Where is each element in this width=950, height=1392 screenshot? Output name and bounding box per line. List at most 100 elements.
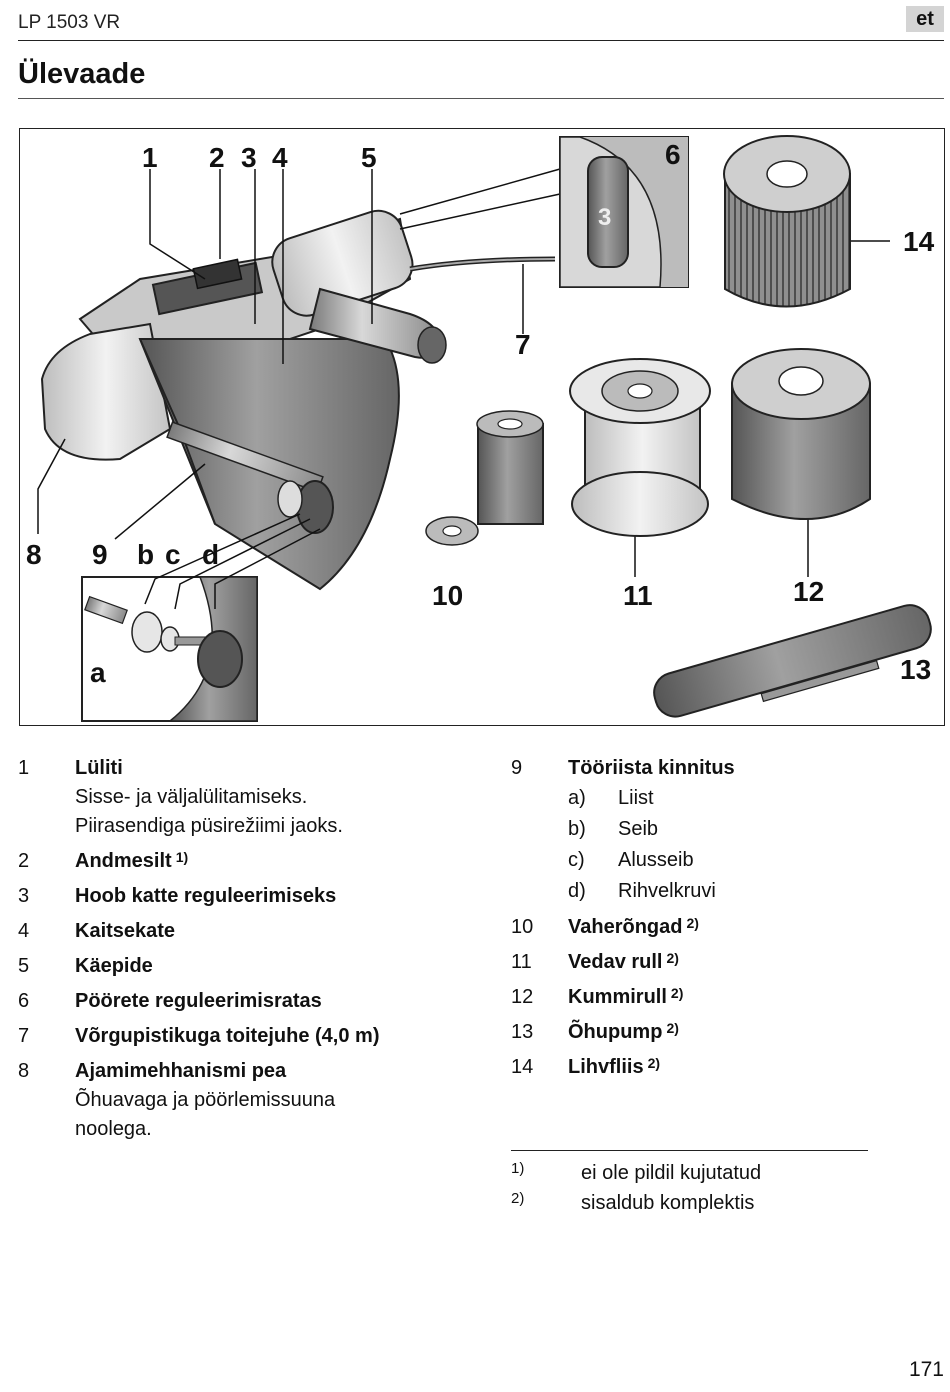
callout-14: 14 bbox=[903, 226, 935, 257]
legend-item: 9 Tööriista kinnitus a) Liist b) Seib c)Al… bbox=[511, 754, 931, 907]
sub-letter: c) bbox=[568, 849, 585, 871]
callout-a: a bbox=[90, 657, 106, 688]
legend-item: 1 Lüliti Sisse- ja väljalülitamiseks. Pi… bbox=[18, 754, 488, 841]
legend-number: 10 bbox=[511, 916, 534, 938]
sub-letter: b) bbox=[568, 818, 586, 840]
legend-title: Pöörete reguleerimisratas bbox=[75, 990, 322, 1012]
legend-title: Ajamimehhanismi pea bbox=[75, 1060, 287, 1082]
legend-number: 6 bbox=[18, 990, 30, 1012]
sub-item: d) Rihvelkruvi bbox=[568, 876, 931, 907]
legend-title: Lihvfliis bbox=[568, 1056, 644, 1078]
footnote-ref: 2) bbox=[666, 1020, 679, 1036]
callout-lines bbox=[37, 168, 890, 610]
sub-text: Seib bbox=[618, 818, 659, 840]
callout-3: 3 bbox=[241, 142, 257, 173]
speed-dial-inset: 3 bbox=[559, 136, 689, 288]
sub-text: Rihvelkruvi bbox=[618, 880, 716, 902]
illustration-svg: 3 bbox=[26, 135, 935, 722]
legend-number: 3 bbox=[18, 885, 30, 907]
legend-number: 9 bbox=[511, 757, 523, 779]
legend-number: 1 bbox=[18, 757, 30, 779]
footnote-ref: 2) bbox=[647, 1055, 661, 1071]
legend-left: 1 Lüliti Sisse- ja väljalülitamiseks. Pi… bbox=[18, 754, 488, 1150]
legend-number: 14 bbox=[511, 1056, 534, 1078]
header-divider bbox=[18, 40, 944, 41]
legend-number: 8 bbox=[18, 1060, 30, 1082]
callout-5: 5 bbox=[361, 142, 377, 173]
legend-desc: Piirasendiga püsirežiimi jaoks. bbox=[75, 815, 343, 837]
legend-title: Õhupump bbox=[568, 1021, 663, 1043]
legend-title: Andmesilt bbox=[75, 850, 172, 872]
legend-number: 7 bbox=[18, 1025, 30, 1047]
legend-item: 6 Pöörete reguleerimisratas bbox=[18, 987, 488, 1016]
legend-title: Kummirull bbox=[568, 986, 667, 1008]
spacer-rings bbox=[425, 410, 544, 546]
callout-2: 2 bbox=[209, 142, 225, 173]
legend-title: Vedav rull bbox=[568, 951, 663, 973]
language-badge: et bbox=[906, 6, 944, 32]
sander-machine bbox=[40, 209, 556, 591]
callout-11: 11 bbox=[623, 580, 653, 611]
footnote-divider bbox=[511, 1150, 868, 1151]
dial-digit: 3 bbox=[598, 204, 611, 231]
legend-title: Võrgupistikuga toitejuhe (4,0 m) bbox=[75, 1025, 380, 1047]
sub-letter: d) bbox=[568, 880, 586, 902]
legend-title: Tööriista kinnitus bbox=[568, 757, 735, 779]
footnote: 1) ei ole pildil kujutatud bbox=[511, 1158, 871, 1188]
callout-7: 7 bbox=[515, 329, 531, 360]
footnote-ref: 2) bbox=[666, 950, 679, 966]
abrasive-fleece bbox=[723, 135, 851, 308]
legend-item: 8 Ajamimehhanismi pea Õhuavaga ja pöörle… bbox=[18, 1057, 488, 1144]
callout-labels: 1 2 3 4 5 6 7 8 9 b c d a 10 11 12 13 14 bbox=[26, 139, 935, 688]
legend-title: Lüliti bbox=[75, 757, 123, 779]
legend-item: 7 Võrgupistikuga toitejuhe (4,0 m) bbox=[18, 1022, 488, 1051]
legend-item: 4 Kaitsekate bbox=[18, 917, 488, 946]
sub-item: a) Liist bbox=[568, 783, 931, 814]
legend-title: Hoob katte reguleerimiseks bbox=[75, 885, 337, 907]
callout-13: 13 bbox=[900, 654, 931, 685]
callout-10: 10 bbox=[432, 580, 463, 611]
document-model: LP 1503 VR bbox=[18, 12, 121, 33]
legend-number: 13 bbox=[511, 1021, 534, 1043]
sub-text: Liist bbox=[618, 787, 654, 809]
callout-9: 9 bbox=[92, 539, 108, 570]
tool-mount-inset bbox=[81, 576, 258, 722]
sub-item: b) Seib bbox=[568, 814, 931, 845]
legend-item: 3 Hoob katte reguleerimiseks bbox=[18, 882, 488, 911]
legend-number: 4 bbox=[18, 920, 30, 942]
footnote-text: ei ole pildil kujutatud bbox=[581, 1162, 762, 1184]
title-divider bbox=[18, 98, 944, 99]
legend-right: 9 Tööriista kinnitus a) Liist b) Seib c)Al… bbox=[511, 754, 931, 1088]
callout-12: 12 bbox=[793, 576, 824, 607]
footnote: 2) sisaldub komplektis bbox=[511, 1188, 871, 1218]
footnotes: 1) ei ole pildil kujutatud 2) sisaldub k… bbox=[511, 1158, 871, 1218]
footnote-ref: 2) bbox=[686, 915, 699, 931]
sub-item: c)Alusseib bbox=[568, 845, 931, 876]
legend-number: 5 bbox=[18, 955, 30, 977]
callout-6: 6 bbox=[665, 139, 681, 170]
air-pump bbox=[653, 604, 932, 718]
legend-desc: Õhuavaga ja pöörlemissuuna bbox=[75, 1089, 336, 1111]
legend-title: Kaitsekate bbox=[75, 920, 176, 942]
sub-letter: a) bbox=[568, 787, 586, 809]
callout-b: b bbox=[137, 539, 154, 570]
footnote-text: sisaldub komplektis bbox=[581, 1192, 755, 1214]
legend-desc: noolega. bbox=[75, 1118, 152, 1140]
rubber-roller bbox=[731, 348, 871, 520]
callout-d: d bbox=[202, 539, 219, 570]
legend-number: 2 bbox=[18, 850, 30, 872]
footnote-ref: 2) bbox=[670, 985, 684, 1001]
footnote-ref: 1) bbox=[175, 849, 189, 865]
overview-illustration: 3 bbox=[19, 128, 945, 726]
footnote-mark: 2) bbox=[511, 1190, 525, 1207]
legend-number: 11 bbox=[511, 951, 532, 973]
legend-title: Vaherõngad bbox=[568, 916, 683, 938]
page-title: Ülevaade bbox=[18, 58, 146, 90]
callout-8: 8 bbox=[26, 539, 42, 570]
page-number: 171 bbox=[908, 1358, 944, 1381]
